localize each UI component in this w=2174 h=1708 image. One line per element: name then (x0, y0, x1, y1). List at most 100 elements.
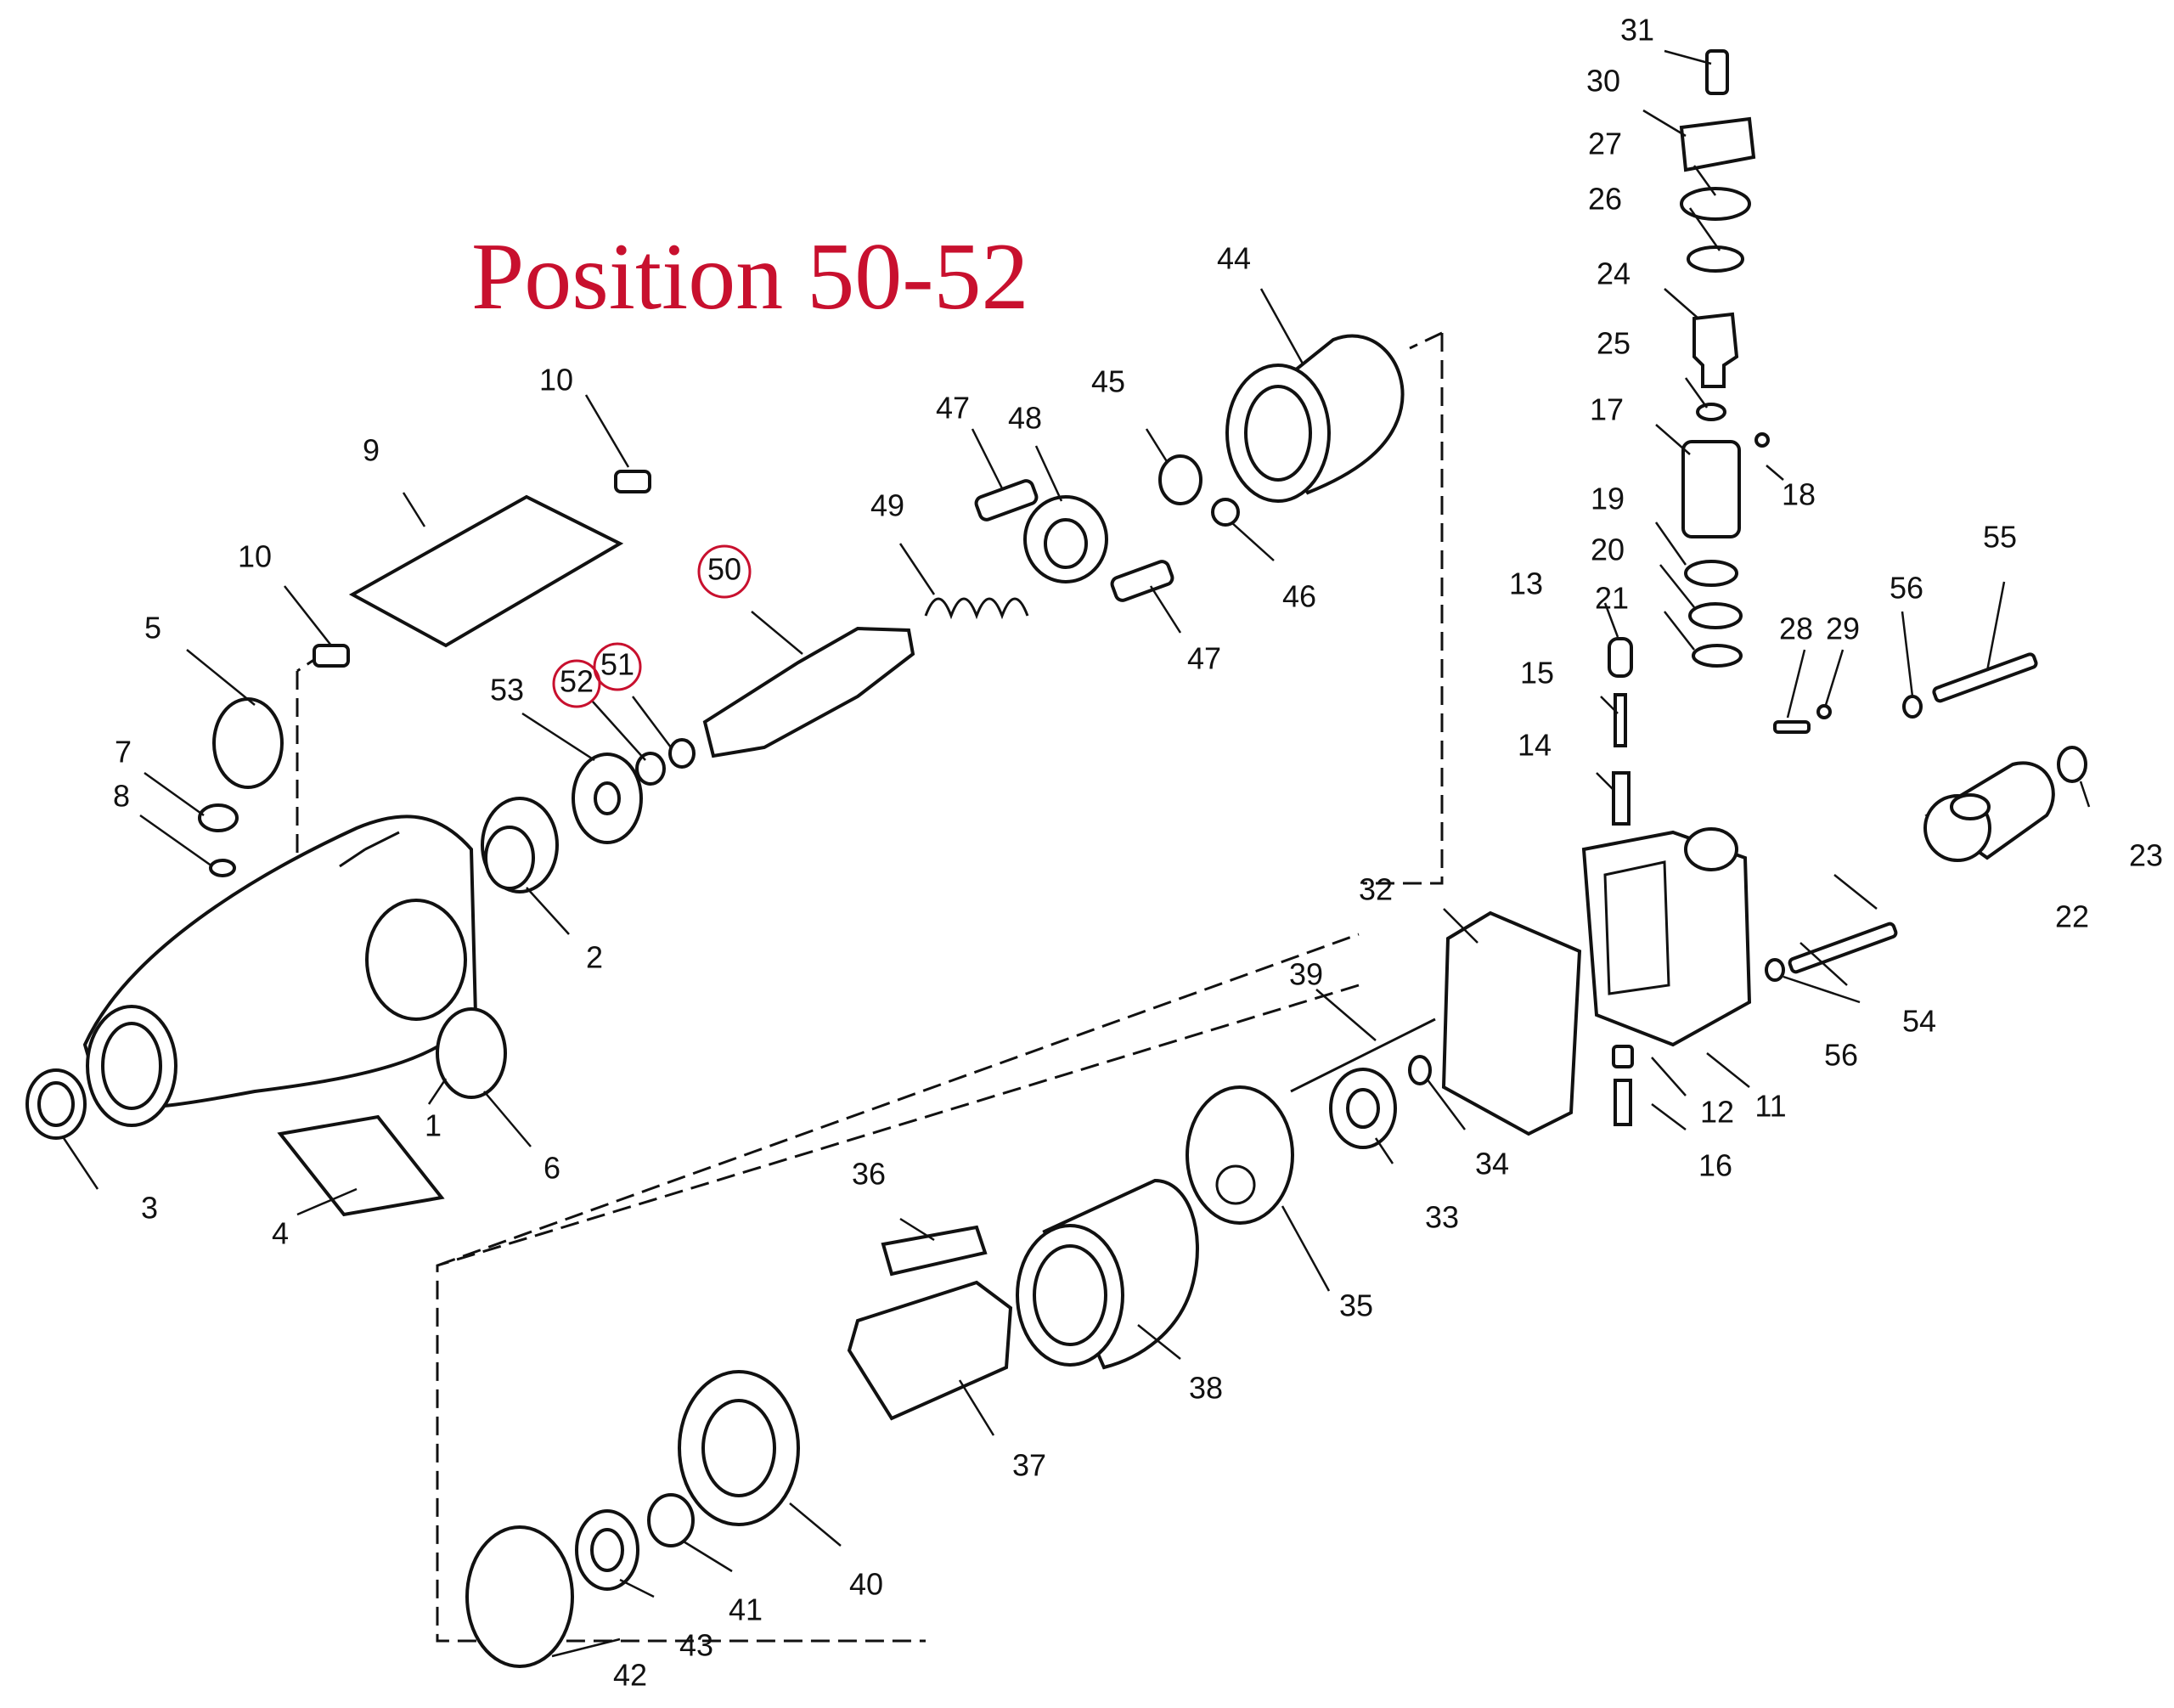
callout-50: 50 (707, 552, 741, 587)
callout-10b: 10 (238, 539, 272, 574)
callout-35: 35 (1339, 1288, 1373, 1323)
callout-43: 43 (679, 1628, 713, 1663)
callout-54: 54 (1902, 1004, 1936, 1039)
washer-53 (572, 753, 643, 844)
spring-14 (1612, 771, 1630, 826)
callout-18: 18 (1782, 477, 1816, 512)
callout-38: 38 (1189, 1371, 1223, 1406)
end-plate (1441, 910, 1582, 1136)
highlight-50 (697, 544, 752, 599)
callout-34: 34 (1475, 1147, 1509, 1181)
callout-45: 45 (1091, 364, 1125, 399)
handle-cover (348, 494, 624, 648)
rotor (847, 1280, 1013, 1421)
bushing (481, 797, 559, 893)
air-inlet (1923, 761, 2055, 862)
plug (198, 803, 239, 832)
callout-3: 3 (141, 1191, 158, 1226)
ring-41 (647, 1493, 695, 1547)
pin-10b (313, 644, 350, 668)
callout-41: 41 (729, 1592, 763, 1627)
ring-5 (212, 697, 284, 789)
pin-28 (1773, 720, 1811, 734)
pin-47b (1110, 560, 1174, 602)
pin-39 (1290, 1017, 1436, 1093)
bolt-54 (1788, 922, 1898, 974)
callout-labels: 1 2 3 4 5 6 7 8 9 10 10 11 12 13 14 15 1… (113, 13, 2163, 1693)
callout-44: 44 (1217, 241, 1251, 276)
cap-13 (1608, 637, 1633, 678)
callout-47b: 47 (1187, 641, 1221, 676)
callout-33: 33 (1425, 1200, 1459, 1235)
callout-47a: 47 (936, 391, 970, 426)
washer-56a (1902, 695, 1923, 719)
callout-42: 42 (613, 1658, 647, 1693)
ring-6 (436, 1007, 507, 1099)
valve-17 (1681, 440, 1741, 538)
washer-56b (1765, 958, 1785, 982)
screw-18 (1754, 432, 1770, 448)
callout-5: 5 (144, 611, 161, 645)
ball-29 (1816, 704, 1832, 719)
valve-stem (1692, 312, 1739, 388)
callout-10a: 10 (539, 363, 573, 397)
callout-52: 52 (560, 664, 594, 699)
callout-40: 40 (849, 1567, 883, 1602)
hammer (1023, 495, 1108, 583)
spring (924, 597, 1029, 620)
callout-8: 8 (113, 779, 130, 814)
ring-19 (1684, 560, 1738, 587)
leader-lines (62, 49, 2091, 1658)
callout-9: 9 (363, 433, 380, 468)
screw-31 (1705, 49, 1729, 95)
callout-1: 1 (425, 1108, 442, 1143)
callout-56a: 56 (1890, 571, 1923, 606)
highlight-51 (593, 642, 642, 691)
rear-plate (1186, 1085, 1294, 1225)
callout-31: 31 (1620, 13, 1654, 48)
screw-12 (1612, 1045, 1634, 1068)
callout-20: 20 (1591, 533, 1625, 567)
knob (1679, 116, 1756, 172)
diagram-title: Position 50-52 (471, 224, 1029, 330)
bearing-33 (1329, 1068, 1397, 1149)
callout-25: 25 (1597, 326, 1630, 361)
bolt-55 (1932, 652, 2038, 703)
ring-21 (1692, 644, 1743, 668)
spring-16 (1614, 1079, 1632, 1126)
callout-19: 19 (1591, 482, 1625, 516)
screen (2057, 746, 2087, 783)
callout-15: 15 (1520, 656, 1554, 691)
callout-26: 26 (1588, 182, 1622, 217)
callout-2: 2 (586, 940, 603, 975)
callout-16: 16 (1698, 1148, 1732, 1183)
callout-55: 55 (1983, 520, 2017, 555)
highlight-52 (552, 659, 601, 708)
callout-13: 13 (1509, 567, 1543, 601)
callout-22: 22 (2055, 899, 2089, 934)
rear-housing (1581, 827, 1752, 1047)
callout-28: 28 (1779, 612, 1813, 646)
o-ring-42 (465, 1525, 574, 1668)
callout-32: 32 (1359, 872, 1393, 907)
callout-27: 27 (1588, 127, 1622, 161)
front-plate (678, 1370, 800, 1526)
callout-4: 4 (272, 1216, 289, 1251)
ring-52 (635, 752, 666, 786)
label-plate (277, 1114, 445, 1217)
callout-39: 39 (1289, 957, 1323, 992)
bearing-43 (575, 1509, 639, 1591)
cylinder (1016, 1178, 1199, 1370)
callout-46: 46 (1282, 579, 1316, 614)
hammer-case (1225, 334, 1405, 503)
callout-30: 30 (1586, 64, 1620, 99)
pin-15 (1614, 693, 1627, 747)
ring-27 (1680, 187, 1751, 221)
pin-47a (974, 479, 1039, 521)
callout-7: 7 (115, 735, 132, 769)
callout-24: 24 (1597, 256, 1630, 291)
callout-48: 48 (1008, 401, 1042, 436)
callout-21: 21 (1595, 581, 1629, 616)
ring-34 (1408, 1055, 1432, 1085)
